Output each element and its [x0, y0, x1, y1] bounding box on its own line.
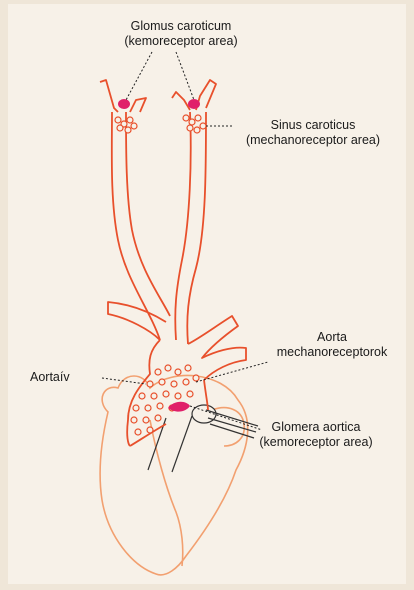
label-glomus-caroticum-line1: Glomus caroticum	[130, 19, 232, 33]
chemoreceptor-areas	[118, 99, 200, 412]
label-glomera-aortica-line2: (kemoreceptor area)	[259, 435, 373, 449]
aortic-mechanoreceptor-dots	[130, 364, 200, 436]
label-aorta-line2: mechanoreceptorok	[276, 345, 388, 359]
label-sinus-caroticus-line2: (mechanoreceptor area)	[245, 133, 381, 147]
label-aorta-mechanoreceptorok: Aorta mechanoreceptorok	[272, 330, 392, 360]
leader-lines	[101, 51, 269, 431]
label-glomera-aortica-line1: Glomera aortica	[271, 420, 361, 434]
label-aorta-line1: Aorta	[317, 330, 347, 344]
label-aortaiv: Aortaív	[30, 370, 70, 385]
label-aortaiv-line1: Aortaív	[30, 370, 70, 384]
diagram-panel	[8, 4, 406, 584]
label-glomus-caroticum-line2: (kemoreceptor area)	[124, 34, 238, 48]
pulmonary-trunk	[147, 404, 259, 473]
label-sinus-caroticus: Sinus caroticus (mechanoreceptor area)	[238, 118, 388, 148]
label-sinus-caroticus-line1: Sinus caroticus	[270, 118, 356, 132]
artery-tree	[99, 79, 247, 447]
label-glomus-caroticum: Glomus caroticum (kemoreceptor area)	[116, 19, 246, 49]
label-glomera-aortica: Glomera aortica (kemoreceptor area)	[256, 420, 376, 450]
carotid-mechanoreceptor-dots	[114, 114, 207, 134]
